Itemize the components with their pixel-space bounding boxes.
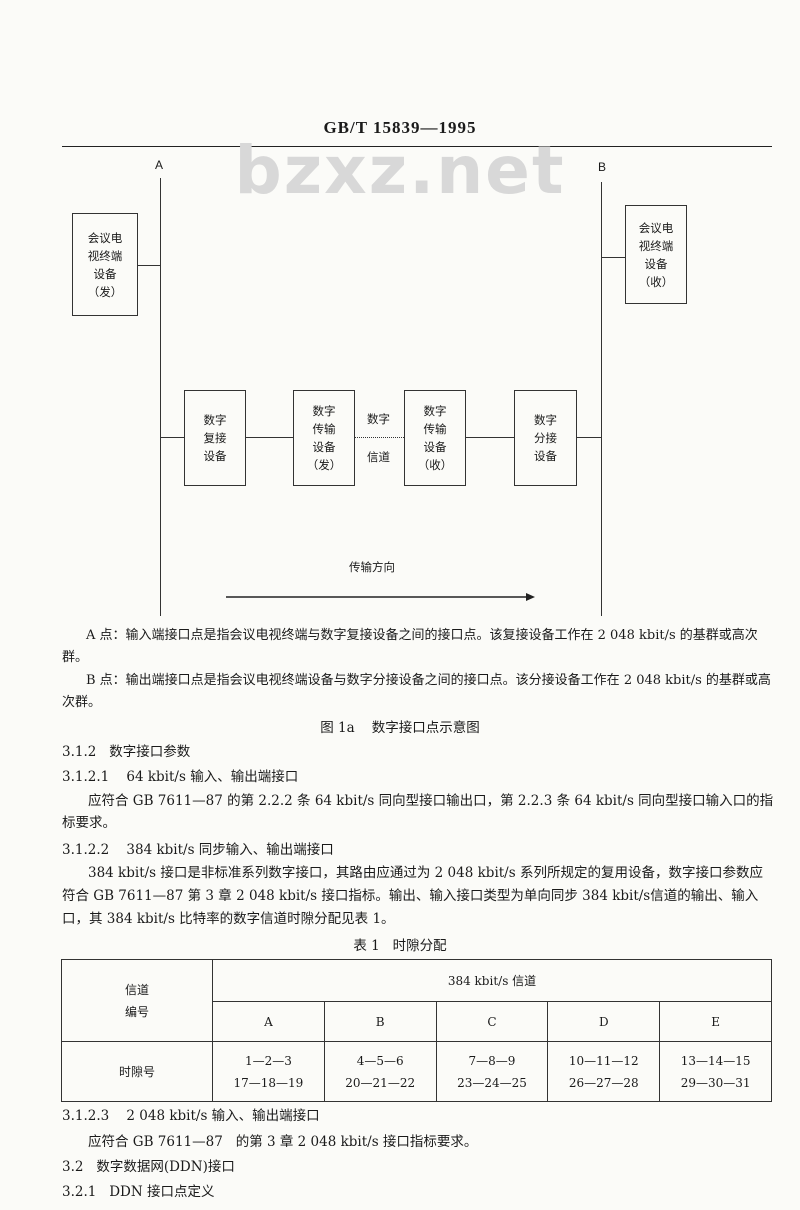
- connector-mux-trans: [246, 437, 293, 438]
- table-channel-c: C: [435, 1001, 549, 1042]
- connector-terminal-send: [138, 265, 160, 266]
- connector-terminal-recv: [601, 257, 625, 258]
- table-row-header: 信道 编号: [61, 959, 213, 1042]
- trans-recv-box: 数字 传输 设备 （收）: [404, 390, 466, 486]
- connector-trans-demux: [466, 437, 514, 438]
- vertical-line-b: [601, 182, 602, 616]
- table-slot-cell-d: 10—11—12 26—27—28: [547, 1041, 661, 1102]
- mux-box: 数字 复接 设备: [184, 390, 246, 486]
- section-3-1-2-3-title: 3.1.2.3 2 048 kbit/s 输入、输出端接口: [62, 1108, 320, 1124]
- trans-send-box: 数字 传输 设备 （发）: [293, 390, 355, 486]
- section-3-1-2-2-title: 3.1.2.2 384 kbit/s 同步输入、输出端接口: [62, 842, 334, 858]
- digital-channel-line: [355, 437, 404, 438]
- section-3-2-title: 3.2 数字数据网(DDN)接口: [62, 1159, 235, 1175]
- point-b-label: B: [598, 160, 607, 174]
- figure-note-b: B 点：输出端接口点是指会议电视终端设备与数字分接设备之间的接口点。该分接设备工…: [62, 673, 771, 710]
- figure-caption: 图 1a 数字接口点示意图: [320, 720, 480, 736]
- connector-a-mux: [160, 437, 184, 438]
- section-3-1-2-1-title: 3.1.2.1 64 kbit/s 输入、输出端接口: [62, 769, 299, 785]
- table-slot-value: 26—27—28: [568, 1075, 639, 1090]
- demux-box: 数字 分接 设备: [514, 390, 577, 486]
- table-caption: 表 1 时隙分配: [353, 938, 447, 954]
- table-slot-value: 7—8—9: [468, 1053, 516, 1068]
- direction-arrow-icon: [226, 593, 535, 601]
- table-slot-value: 1—2—3: [244, 1053, 292, 1068]
- table-slot-value: 10—11—12: [568, 1053, 639, 1068]
- table-slot-cell-c: 7—8—9 23—24—25: [435, 1041, 549, 1102]
- table-channel-e: E: [659, 1001, 772, 1042]
- table-channel-a: A: [212, 1001, 325, 1042]
- table-slot-value: 20—21—22: [345, 1075, 416, 1090]
- section-3-1-2-3-body: 应符合 GB 7611—87 的第 3 章 2 048 kbit/s 接口指标要…: [88, 1134, 478, 1150]
- vertical-line-a: [160, 178, 161, 616]
- terminal-send-box: 会议电 视终端 设备 （发）: [72, 213, 138, 316]
- watermark: bzxz.net: [234, 132, 566, 209]
- section-3-2-1-title: 3.2.1 DDN 接口点定义: [62, 1184, 215, 1200]
- table-slot-value: 23—24—25: [457, 1075, 527, 1090]
- figure-note-a: A 点：输入端接口点是指会议电视终端与数字复接设备之间的接口点。该复接设备工作在…: [62, 628, 758, 665]
- doc-code: GB/T 15839—1995: [323, 118, 477, 137]
- direction-label: 传输方向: [349, 560, 395, 574]
- terminal-recv-box: 会议电 视终端 设备 （收）: [625, 205, 687, 304]
- table-slot-value: 29—30—31: [680, 1075, 751, 1090]
- table-slot-cell-a: 1—2—3 17—18—19: [212, 1041, 325, 1102]
- connector-demux-b: [577, 437, 601, 438]
- table-slot-cell-e: 13—14—15 29—30—31: [659, 1041, 772, 1102]
- table-slot-cell-b: 4—5—6 20—21—22: [323, 1041, 437, 1102]
- table-slot-value: 17—18—19: [233, 1075, 304, 1090]
- table-channel-d: D: [547, 1001, 661, 1042]
- channel-label-bottom: 信道: [367, 450, 390, 464]
- table-slot-value: 13—14—15: [680, 1053, 751, 1068]
- slot-allocation-table: 信道 编号 384 kbit/s 信道 A B C D E 时隙号 1—2—3 …: [61, 959, 772, 1102]
- table-slot-label: 时隙号: [61, 1041, 213, 1102]
- table-group-header: 384 kbit/s 信道: [212, 959, 772, 1002]
- section-3-1-2-1-body: 应符合 GB 7611—87 的第 2.2.2 条 64 kbit/s 同向型接…: [62, 793, 774, 831]
- table-channel-b: B: [323, 1001, 437, 1042]
- section-3-1-2-2-body: 384 kbit/s 接口是非标准系列数字接口，其路由应通过为 2 048 kb…: [62, 865, 763, 927]
- section-3-1-2-title: 3.1.2 数字接口参数: [62, 744, 191, 760]
- table-slot-value: 4—5—6: [356, 1053, 404, 1068]
- point-a-label: A: [155, 158, 164, 172]
- channel-label-top: 数字: [367, 412, 390, 426]
- header-rule: [62, 146, 772, 147]
